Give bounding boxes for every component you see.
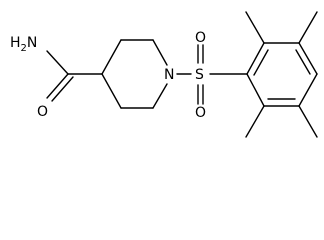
bond-carbonyl-oxygen-a <box>46 73 69 99</box>
bond-piperidine-c4-c3 <box>101 39 122 75</box>
amide-oxygen-label: O <box>37 104 48 120</box>
sulfur-label: S <box>195 67 204 83</box>
bond-aryl-c1-c2-inner <box>253 49 269 76</box>
molecule-diagram: H2N O N S O O <box>10 11 318 138</box>
sulfonyl-oxygen-top-label: O <box>195 30 206 46</box>
bond-carbonyl-oxygen-b <box>51 76 74 102</box>
amide-hydrogen-count: 2 <box>21 43 27 54</box>
bond-piperidine-c5-c4 <box>101 73 122 109</box>
amide-hydrogen-symbol: H <box>10 35 21 51</box>
bond-aryl-c6-c1 <box>246 73 265 107</box>
sulfonyl-oxygen-bottom-label: O <box>195 105 206 121</box>
bond-aryl-c3-c4 <box>298 42 318 75</box>
bond-methyl-top-right <box>298 11 318 44</box>
amide-nitrogen-label: H2N <box>10 35 37 54</box>
ring-nitrogen-label: N <box>164 67 174 83</box>
bond-aryl-c4-c5 <box>298 73 318 107</box>
bond-nh2-carbonyl <box>46 50 69 75</box>
amide-nitrogen-symbol: N <box>27 35 37 51</box>
bond-methyl-bottom-left <box>245 105 265 138</box>
structure-drawing: H2N O N S O O <box>10 11 318 138</box>
bond-piperidine-n-c6 <box>152 83 168 109</box>
bond-aryl-c3-c4-inner <box>295 49 311 75</box>
bond-piperidine-c2-n <box>152 39 168 66</box>
bond-methyl-top-left <box>245 11 265 44</box>
bond-methyl-bottom-right <box>298 105 318 138</box>
bond-aryl-c1-c2 <box>246 42 265 75</box>
